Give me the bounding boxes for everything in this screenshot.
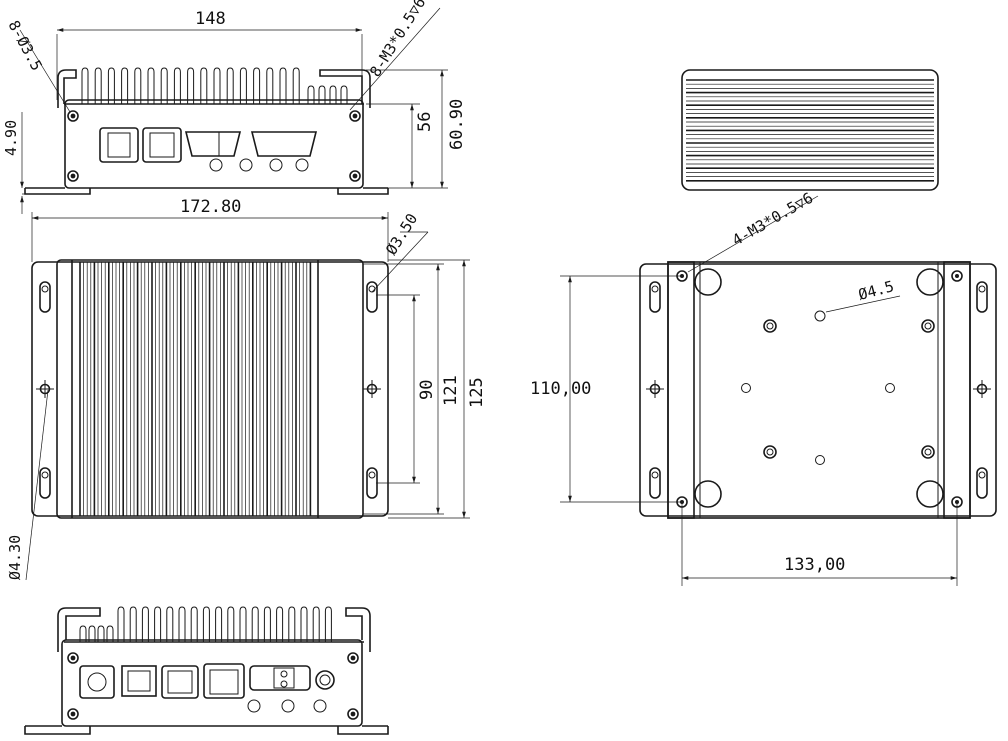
dim-125: 125 [467,377,487,408]
dim-front-holes: 8-Ø3.5 [4,17,45,73]
dim-front-thread: 8-M3*0.5▽6 [366,0,429,80]
dim-front-56: 56 [415,112,435,132]
dim-bottom-hole: Ø4.5 [856,277,896,304]
dim-121: 121 [441,375,461,406]
dim-bottom-133: 133,00 [784,555,845,575]
front-view: 148 56 60.90 4.90 8-Ø3.5 8-M3*0.5▽6 [2,0,467,214]
dim-flange: 4.90 [2,120,20,156]
dim-slot-spacing: 90 [417,380,437,400]
top-view: 172.80 Ø3.50 90 121 125 Ø4.30 [6,197,487,581]
dim-front-6090: 60.90 [447,99,467,150]
dim-front-width: 148 [195,9,226,29]
dim-total-width: 172.80 [180,197,241,217]
rear-view [24,606,389,735]
dim-bottom-thread: 4-M3*0.5▽6 [729,189,816,250]
dim-bottom-110: 110,00 [530,379,591,399]
side-view [681,69,939,191]
bottom-view: 110,00 133,00 4-M3*0.5▽6 Ø4.5 [530,189,997,586]
dim-hole-left: Ø4.30 [6,535,24,580]
